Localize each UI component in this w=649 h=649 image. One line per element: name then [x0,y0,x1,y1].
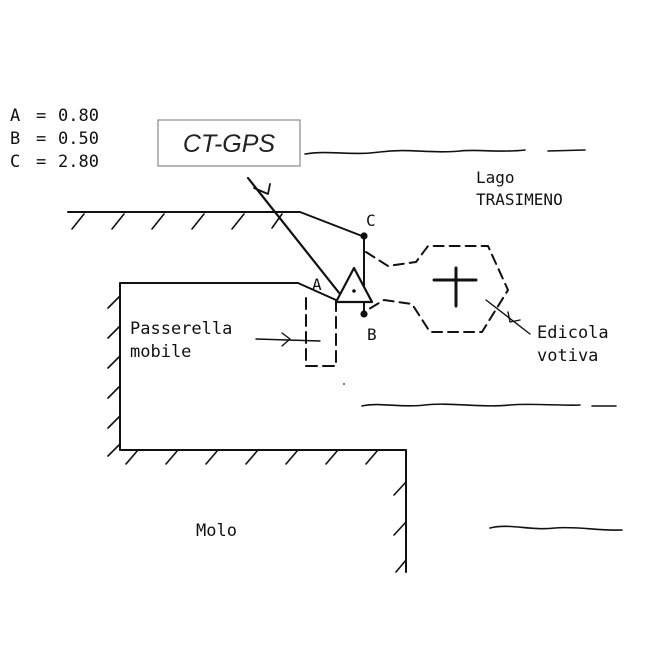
sight-arrow-icon [253,183,271,195]
water-line-bottom [489,525,623,531]
measurement-b: B [10,129,20,149]
triangle-survey-marker-icon [334,266,374,304]
cross-icon [432,266,478,308]
measurement-b-eq: = [36,129,46,149]
shrine-label-line2: votiva [537,346,598,366]
survey-sight-line [246,176,342,296]
mobile-walkway [305,297,337,367]
shoreline [67,211,363,237]
shoreline-hatching [71,213,283,230]
measurement-c-value: 2.80 [58,152,99,172]
walkway-label-line2: mobile [130,342,191,362]
walkway-label-line1: Passerella [130,319,232,339]
shrine-label-line1: Edicola [537,323,609,343]
point-b-label: B [367,325,377,344]
walkway-outline [305,297,337,367]
title-box-frame [157,119,301,167]
water-line-middle [361,403,581,407]
walkway-pointer [255,332,321,347]
lake-label-line2: TRASIMENO [476,190,563,209]
title-box: CT-GPS [157,119,301,167]
point-a-label: A [312,275,322,294]
measurement-c: C [10,152,20,172]
water-lines [304,149,623,531]
shrine-outline [363,245,509,333]
lake-label-line1: Lago [476,168,515,187]
shoreline-edge [67,211,363,237]
water-line-top-dash [547,149,586,152]
point-c-label: C [366,211,376,230]
point-c-marker [360,232,368,240]
measurement-b-value: 0.50 [58,129,99,149]
title-box-label: CT-GPS [183,130,275,158]
pier-bottom-hatching [125,449,379,465]
pier-left-hatching [107,295,121,457]
pointer-arrow-icon [281,332,291,347]
point-b-marker [360,310,368,318]
shrine-pointer-line [485,299,531,335]
water-line-top [304,149,526,155]
shrine-pointer [485,299,531,335]
shrine-pointer-arrow-icon [507,311,521,323]
measurement-a: A [10,106,20,126]
pier-label: Molo [196,521,237,541]
votive-shrine [363,245,509,333]
measurement-c-eq: = [36,152,46,172]
measurement-list: A = 0.80 B = 0.50 C = 2.80 [10,106,99,172]
pier-right-hatching [393,481,407,573]
measurement-a-value: 0.80 [58,106,99,126]
measurement-a-eq: = [36,106,46,126]
stray-speck [343,383,345,385]
